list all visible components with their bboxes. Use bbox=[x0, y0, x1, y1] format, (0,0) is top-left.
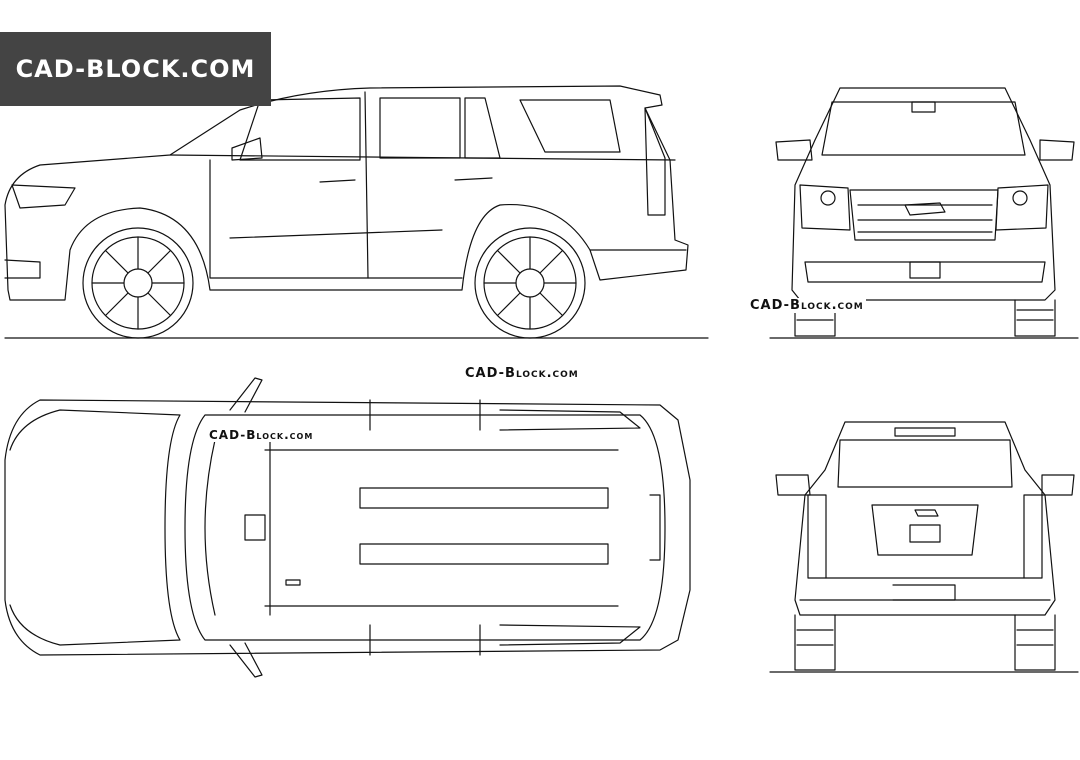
watermark-top-view-right: CAD-Block.com bbox=[463, 366, 581, 381]
watermark-top-view-left: CAD-Block.com bbox=[207, 428, 316, 442]
watermark-front-view: CAD-Block.com bbox=[748, 298, 866, 313]
rear-view bbox=[769, 421, 1079, 673]
side-view bbox=[4, 85, 709, 339]
top-view bbox=[4, 377, 691, 678]
cad-block-logo[interactable]: CAD-BLOCK.COM bbox=[0, 32, 271, 106]
